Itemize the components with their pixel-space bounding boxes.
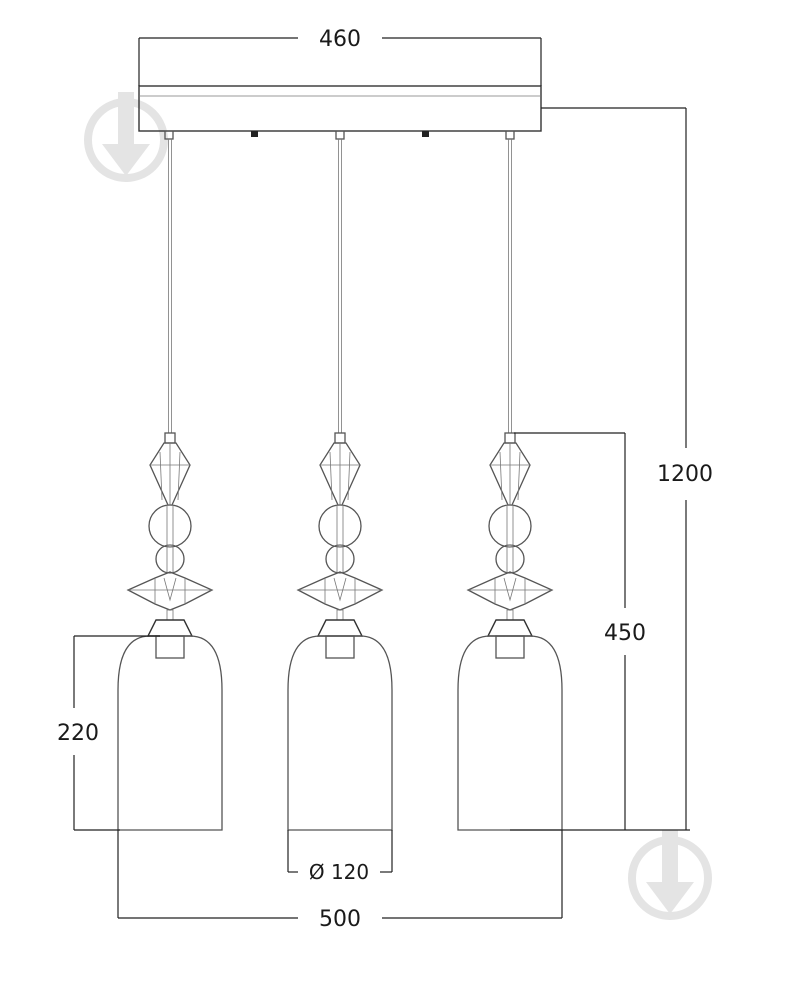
lamp-socket (316, 619, 364, 637)
pendant-2 (287, 139, 393, 831)
pendant-height-dimension: 450 (514, 432, 646, 830)
ornament-line (517, 451, 521, 501)
total-height-label: 1200 (657, 462, 713, 487)
glass-sphere-large (488, 504, 532, 548)
socket-inner (495, 635, 525, 659)
sphere-core (166, 504, 174, 548)
glass-sphere-large (148, 504, 192, 548)
neck (166, 609, 174, 621)
shade-height-label: 220 (57, 721, 99, 746)
pendant-3 (457, 139, 563, 831)
canopy-width-label: 460 (319, 27, 361, 52)
ornament-line (503, 577, 517, 602)
ornament-line (329, 451, 333, 501)
total-width-dimension: 500 (117, 830, 563, 932)
star-ornament (296, 571, 384, 611)
glass-shade (117, 635, 223, 831)
neck (336, 609, 344, 621)
canopy-width-dimension: 460 (138, 27, 542, 86)
pendant-height-label: 450 (604, 621, 646, 646)
ornament-line (333, 577, 347, 602)
neck (506, 609, 514, 621)
ornament-line (177, 451, 181, 501)
lamp-socket (146, 619, 194, 637)
sphere-core (506, 544, 514, 574)
sphere-core (336, 504, 344, 548)
glass-sphere-large (318, 504, 362, 548)
star-ornament (126, 571, 214, 611)
glass-shade (457, 635, 563, 831)
pendant-1 (117, 139, 223, 831)
lamp-socket (486, 619, 534, 637)
ornament-line (499, 451, 503, 501)
canopy (138, 85, 542, 140)
glass-sphere-small (495, 544, 525, 574)
glass-sphere-small (155, 544, 185, 574)
ornament-line (347, 451, 351, 501)
socket-inner (325, 635, 355, 659)
ornament-line (163, 577, 177, 602)
shade-diameter-label: Ø 120 (309, 860, 369, 884)
sphere-core (506, 504, 514, 548)
pendant-group (117, 139, 563, 831)
download-badge-icon (84, 92, 168, 182)
download-badge-icon (628, 830, 712, 920)
glass-sphere-small (325, 544, 355, 574)
sphere-core (166, 544, 174, 574)
ornament-line (159, 451, 163, 501)
sphere-core (336, 544, 344, 574)
shade-height-dimension: 220 (57, 635, 160, 831)
socket-inner (155, 635, 185, 659)
glass-shade (287, 635, 393, 831)
shade-diameter-dimension: Ø 120 (287, 830, 393, 884)
star-ornament (466, 571, 554, 611)
cable-cap (334, 432, 346, 444)
total-width-label: 500 (319, 907, 361, 932)
cable-cap (504, 432, 516, 444)
total-height-dimension: 1200 (510, 107, 713, 831)
cable-cap (164, 432, 176, 444)
